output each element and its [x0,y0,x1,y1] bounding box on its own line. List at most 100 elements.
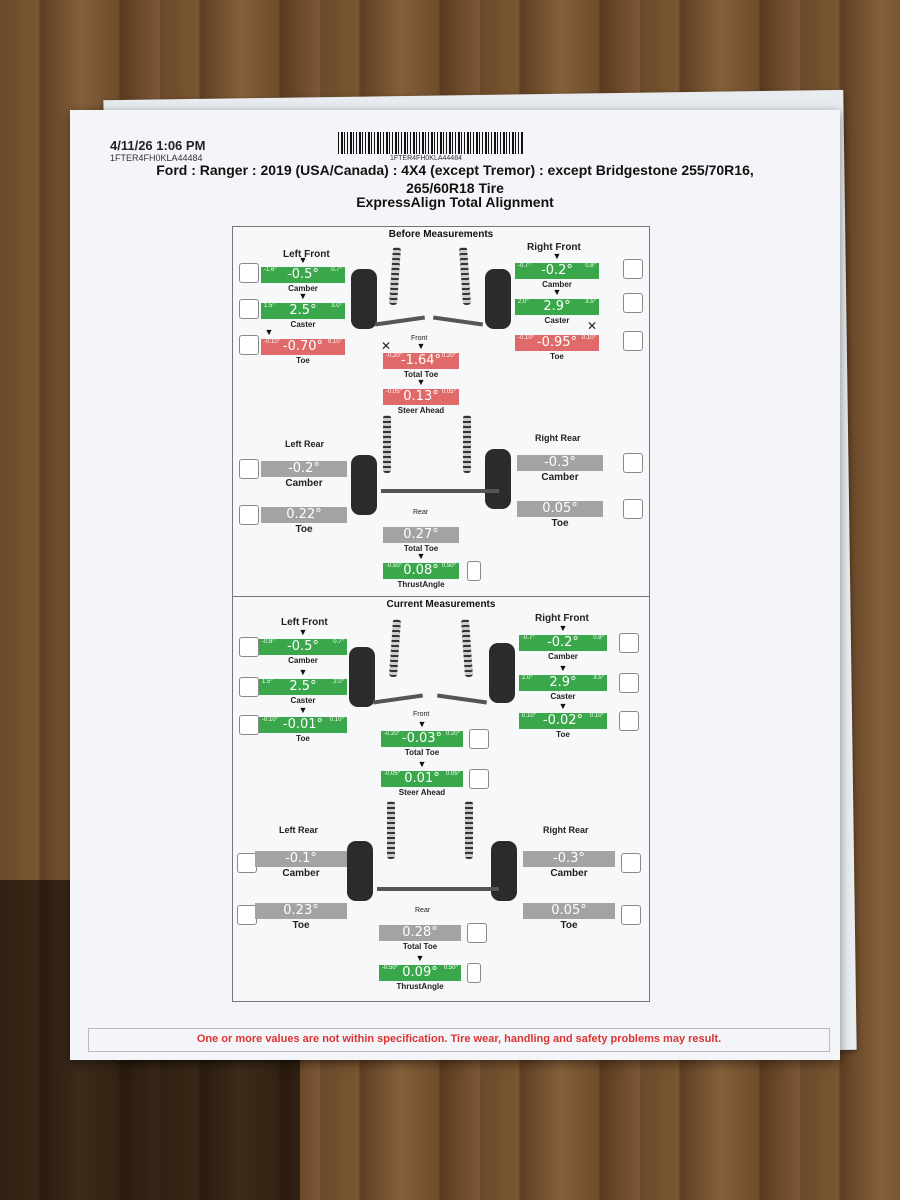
gauge-min: 0.10° [522,713,537,719]
gauge-caption: Total Toe [404,748,440,757]
gauge-max: 0.8° [585,263,596,269]
gauge-max: 0.7° [333,639,344,645]
gauge-value: 0.05° [542,501,578,516]
gauge-bar [261,461,347,477]
gauge-caption: Camber [282,868,320,879]
arrow-down-icon: ▼ [264,327,274,337]
arrow-down-icon: ▼ [417,759,427,769]
arrow-down-icon: ▼ [552,251,562,261]
gauge-bar [523,851,615,867]
gauge-min: -0.7° [518,263,531,269]
gauge-caption: Toe [296,356,310,365]
rear-right-wheel-icon [485,449,511,509]
gauge-bar [383,527,459,543]
gauge-value: -0.3° [553,851,585,866]
gauge-max: 3.0° [331,303,342,309]
rear-right-wheel-icon [491,841,517,901]
arrow-down-icon: ▼ [298,667,308,677]
gauge-min: -0.20° [386,353,403,359]
gauge-bar [259,639,347,655]
gauge-bar [519,713,607,729]
gauge-value: -0.95° [536,335,578,350]
gauge-bar [515,299,599,315]
wheel-toe-icon [469,729,489,749]
left-front-label: Left Front [281,617,328,628]
toe-icon [239,505,259,525]
toe-icon [237,905,257,925]
gauge-bar [515,263,599,279]
gauge-caption: Caster [290,696,316,705]
gauge-caption: Camber [541,472,579,483]
gauge-value: 0.08° [403,563,439,578]
left-rear-label: Left Rear [279,825,319,835]
gauge-caption: Camber [550,868,588,879]
gauge-value: -0.01° [282,717,324,732]
rear-left-shock-icon [383,415,391,473]
gauge-caption: Caster [290,320,316,329]
toe-icon [623,331,643,351]
lf-camber-gauge: -0.8° 0.7° ▼ -0.5° Camber [259,628,347,665]
gauge-caption: Camber [288,656,318,665]
lf-caster-gauge: 1.5° 2.0° ▼ 2.5° Caster [259,668,347,705]
gauge-caption: Toe [292,920,310,931]
camber-icon [239,459,259,479]
front-total-toe-gauge: -0.20° 0.20° ▼ -1.64° Total Toe [383,342,459,379]
rear-left-shock-icon [387,801,395,859]
gauge-caption: ThrustAngle [396,982,444,991]
gauge-caption: Toe [550,352,564,361]
current-measurements-panel: Current Measurements Left Front Right Fr… [232,596,650,1002]
gauge-caption: Toe [295,524,313,535]
gauge-caption: Caster [550,692,576,701]
gauge-caption: Caster [544,316,570,325]
arrow-down-icon: ▼ [416,377,426,387]
rear-left-wheel-icon [351,455,377,515]
toe-icon [619,711,639,731]
gauge-value: 0.22° [286,507,322,522]
gauge-value: -0.02° [542,713,584,728]
rear-total-toe-gauge: 0.28° Total Toe [379,923,461,951]
arrow-down-icon: ▼ [415,953,425,963]
camber-icon [237,853,257,873]
gauge-bar [261,303,345,319]
gauge-max: 0.10° [581,335,596,341]
lr-toe-gauge: 0.22° Toe [261,505,347,535]
arrow-down-icon: ▼ [298,291,308,301]
gauge-max: 0.8° [593,635,604,641]
caster-icon [239,677,259,697]
gauge-max: 0.05° [445,771,460,777]
caster-icon [239,299,259,319]
gauge-max: 0.10° [589,713,604,719]
report-vin: 1FTER4FH0KLA44484 [110,153,203,163]
gauge-max: 0.10° [327,339,342,345]
before-title: Before Measurements [388,229,494,240]
gauge-min: 2.0° [522,675,533,681]
rear-total-toe-gauge: 0.27° Total Toe [383,525,459,553]
lf-toe-gauge: -0.10° 0.10° ▼ -0.01° Toe [259,706,347,743]
arrow-down-icon: ▼ [552,287,562,297]
front-right-control-arm-icon [432,315,484,327]
camber-icon [619,633,639,653]
arrow-down-icon: ▼ [416,341,426,351]
gauge-min: -0.7° [522,635,535,641]
gauge-bar [261,507,347,523]
gauge-max: 2.0° [333,679,344,685]
camber-icon [239,637,259,657]
front-right-strut-icon [460,618,474,678]
rear-right-shock-icon [465,801,473,859]
gauge-value: -0.2° [541,263,573,278]
gauge-max: 3.5° [593,675,604,681]
thrust-angle-gauge: -0.50° 0.50° ▼ 0.08° ThrustAngle [383,552,459,589]
gauge-value: 0.28° [402,925,438,940]
arrow-down-icon: ▼ [298,255,308,265]
gauge-bar [379,925,461,941]
steering-wheel-icon [469,769,489,789]
caster-icon [623,293,643,313]
gauge-bar [519,635,607,651]
rear-axle-label: Rear [413,509,429,516]
gauge-bar [259,717,347,733]
front-left-strut-icon [388,246,402,306]
steer-ahead-gauge: -0.05° 0.05° ▼ 0.13° Steer Ahead [383,378,459,415]
gauge-max: 0.7° [331,267,342,273]
gauge-max: 0.50° [443,965,458,971]
wheel-toe-icon [467,923,487,943]
